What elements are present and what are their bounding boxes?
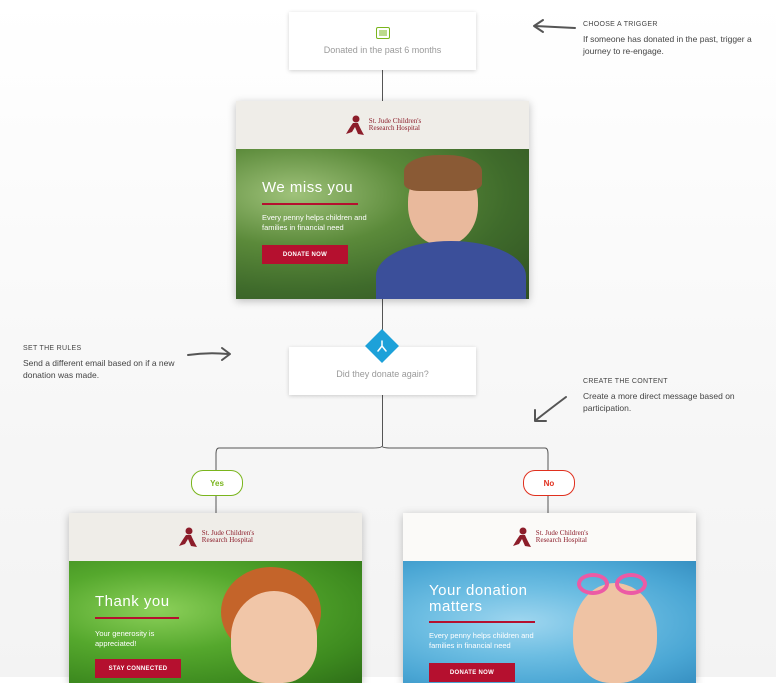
logo-line2: Research Hospital (368, 124, 420, 132)
email-header: St. Jude Children's Research Hospital (403, 513, 696, 561)
donate-now-button[interactable]: DONATE NOW (429, 663, 515, 682)
annotation-rules: SET THE RULES Send a different email bas… (23, 345, 183, 381)
email-no-subtext: Every penny helps children and families … (429, 631, 534, 650)
girl-photo (563, 561, 696, 683)
annotation-content-title: CREATE THE CONTENT (583, 378, 668, 385)
email-card-main[interactable]: St. Jude Children's Research Hospital We… (236, 101, 529, 299)
trigger-node[interactable]: Donated in the past 6 months (289, 12, 476, 70)
email-yes-headline: Thank you (95, 593, 170, 610)
child-silhouette-icon (178, 527, 197, 547)
stay-connected-button[interactable]: STAY CONNECTED (95, 659, 181, 678)
email-card-yes[interactable]: St. Jude Children's Research Hospital Th… (69, 513, 362, 683)
email-main-headline: We miss you (262, 179, 354, 196)
email-card-no[interactable]: St. Jude Children's Research Hospital Yo… (403, 513, 696, 683)
branch-yes-pill[interactable]: Yes (191, 470, 243, 496)
decision-label: Did they donate again? (336, 369, 429, 379)
toddler-photo (209, 561, 362, 683)
logo-line2: Research Hospital (201, 536, 253, 544)
st-jude-logo: St. Jude Children's Research Hospital (511, 526, 588, 548)
headline-underline (95, 617, 179, 619)
email-yes-subtext: Your generosity is appreciated! (95, 629, 155, 648)
child-silhouette-icon (345, 115, 364, 135)
headline-underline (429, 621, 535, 623)
annotation-trigger-title: CHOOSE A TRIGGER (583, 21, 658, 28)
st-jude-logo: St. Jude Children's Research Hospital (344, 114, 421, 136)
email-no-hero-image: Your donation matters Every penny helps … (403, 561, 696, 683)
connector-trigger-email (382, 69, 383, 102)
email-no-headline: Your donation matters (429, 582, 528, 615)
branch-connector (215, 445, 549, 514)
logo-line1: St. Jude Children's (368, 117, 422, 125)
annotation-content-text: Create a more direct message based on pa… (583, 391, 735, 413)
st-jude-logo: St. Jude Children's Research Hospital (177, 526, 254, 548)
email-header: St. Jude Children's Research Hospital (236, 101, 529, 149)
annotation-rules-text: Send a different email based on if a new… (23, 358, 175, 380)
boy-photo (376, 149, 529, 299)
headline-underline (262, 203, 358, 205)
trigger-label: Donated in the past 6 months (323, 45, 442, 55)
annotation-trigger: CHOOSE A TRIGGER If someone has donated … (583, 21, 753, 57)
donate-now-button[interactable]: DONATE NOW (262, 245, 348, 264)
annotation-content: CREATE THE CONTENT Create a more direct … (583, 378, 753, 414)
email-main-subtext: Every penny helps children and families … (262, 213, 367, 232)
logo-line1: St. Jude Children's (201, 529, 255, 537)
connector-decision-split (382, 394, 383, 446)
email-header: St. Jude Children's Research Hospital (69, 513, 362, 561)
logo-line1: St. Jude Children's (535, 529, 589, 537)
logo-line2: Research Hospital (535, 536, 587, 544)
branch-no-pill[interactable]: No (523, 470, 575, 496)
connector-email-decision (382, 298, 383, 346)
email-hero-image: We miss you Every penny helps children a… (236, 149, 529, 299)
child-silhouette-icon (512, 527, 531, 547)
annotation-trigger-text: If someone has donated in the past, trig… (583, 34, 752, 56)
arrow-down-left-icon (534, 396, 567, 422)
list-icon (375, 27, 390, 39)
annotation-rules-title: SET THE RULES (23, 345, 82, 352)
fork-glyph (377, 340, 387, 352)
email-yes-hero-image: Thank you Your generosity is appreciated… (69, 561, 362, 683)
arrow-right-icon (187, 347, 231, 361)
arrow-left-icon (533, 19, 576, 33)
